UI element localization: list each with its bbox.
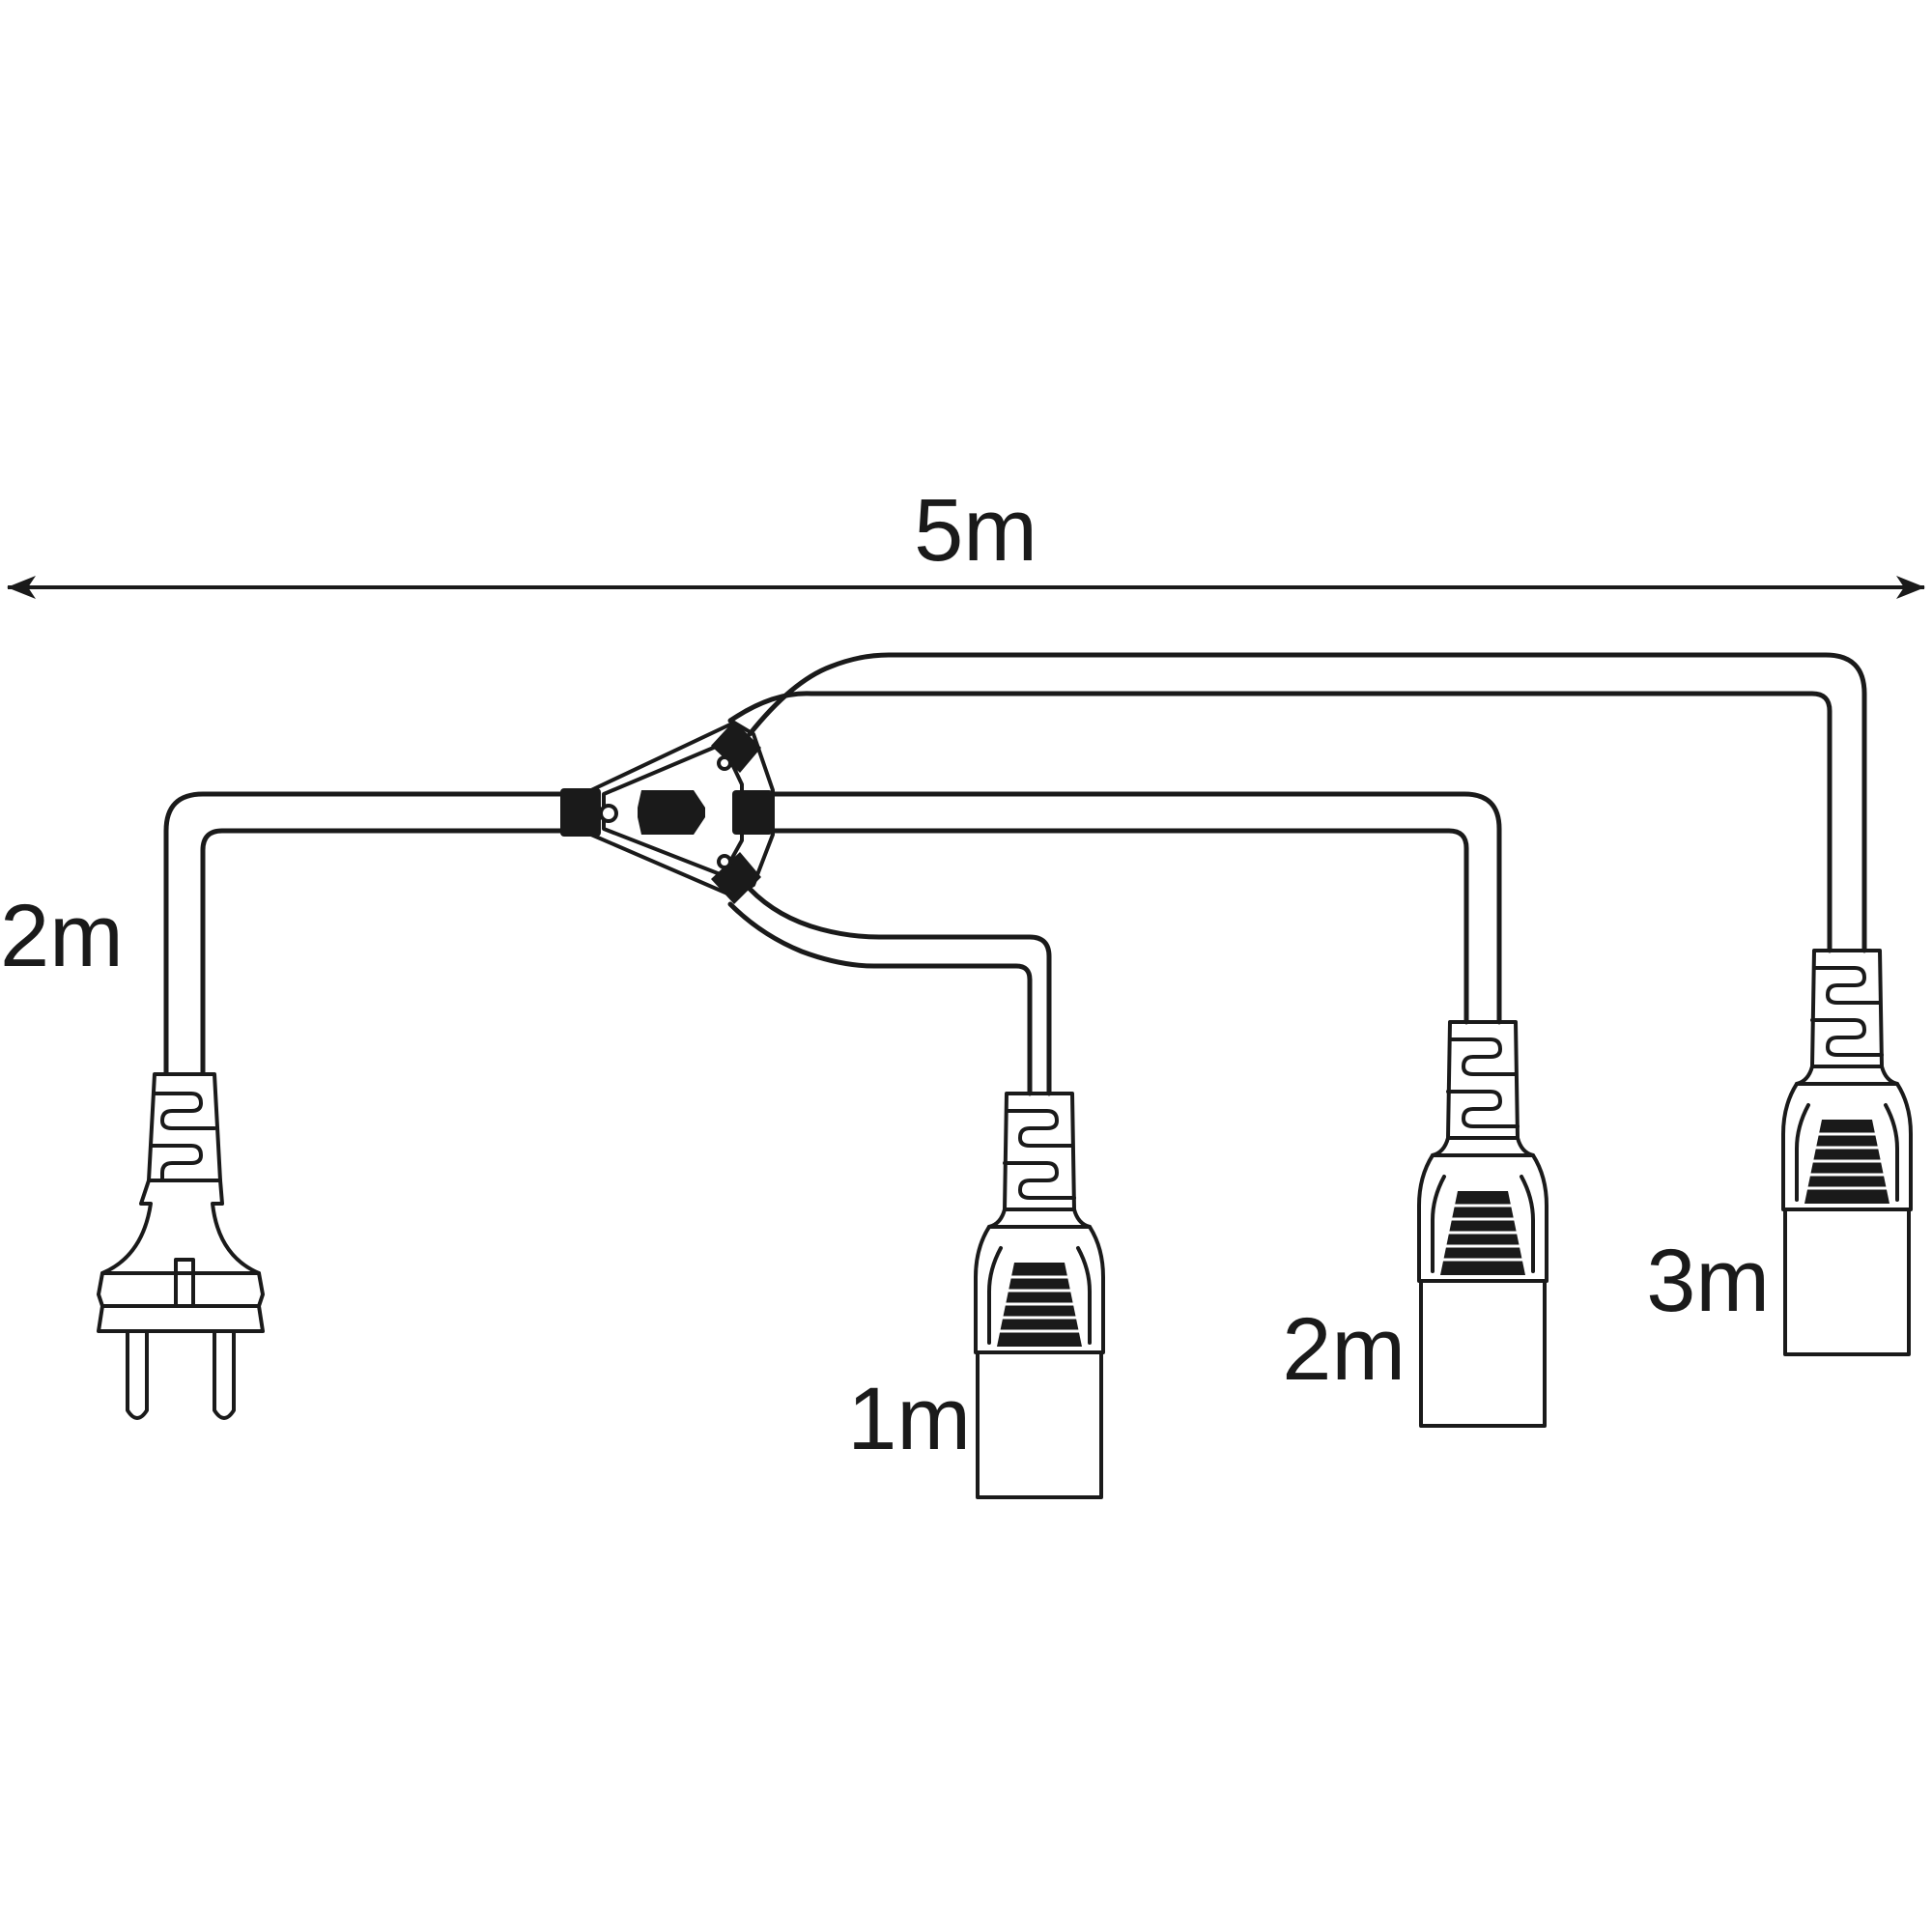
input-cable-length-label: 2m (0, 887, 124, 985)
output-3m-length-label: 3m (1646, 1232, 1770, 1330)
c13-connector-icon-1m (974, 1092, 1105, 1499)
output-1m-length-label: 1m (847, 1370, 971, 1468)
c13-connector-icon-3m (1781, 949, 1913, 1356)
total-length-dimension: 5m (7, 481, 1925, 599)
output-cable-1m: 1m (727, 886, 1105, 1499)
output-2m-length-label: 2m (1282, 1300, 1406, 1399)
total-length-label: 5m (914, 481, 1037, 580)
output-cable-2m: 2m (770, 791, 1548, 1428)
schuko-plug-icon (97, 1072, 265, 1420)
c13-connector-icon-2m (1417, 1020, 1548, 1428)
input-cable: 2m (0, 791, 565, 1077)
output-cable-3m: 3m (727, 652, 1913, 1356)
y-splitter-icon (560, 721, 775, 904)
